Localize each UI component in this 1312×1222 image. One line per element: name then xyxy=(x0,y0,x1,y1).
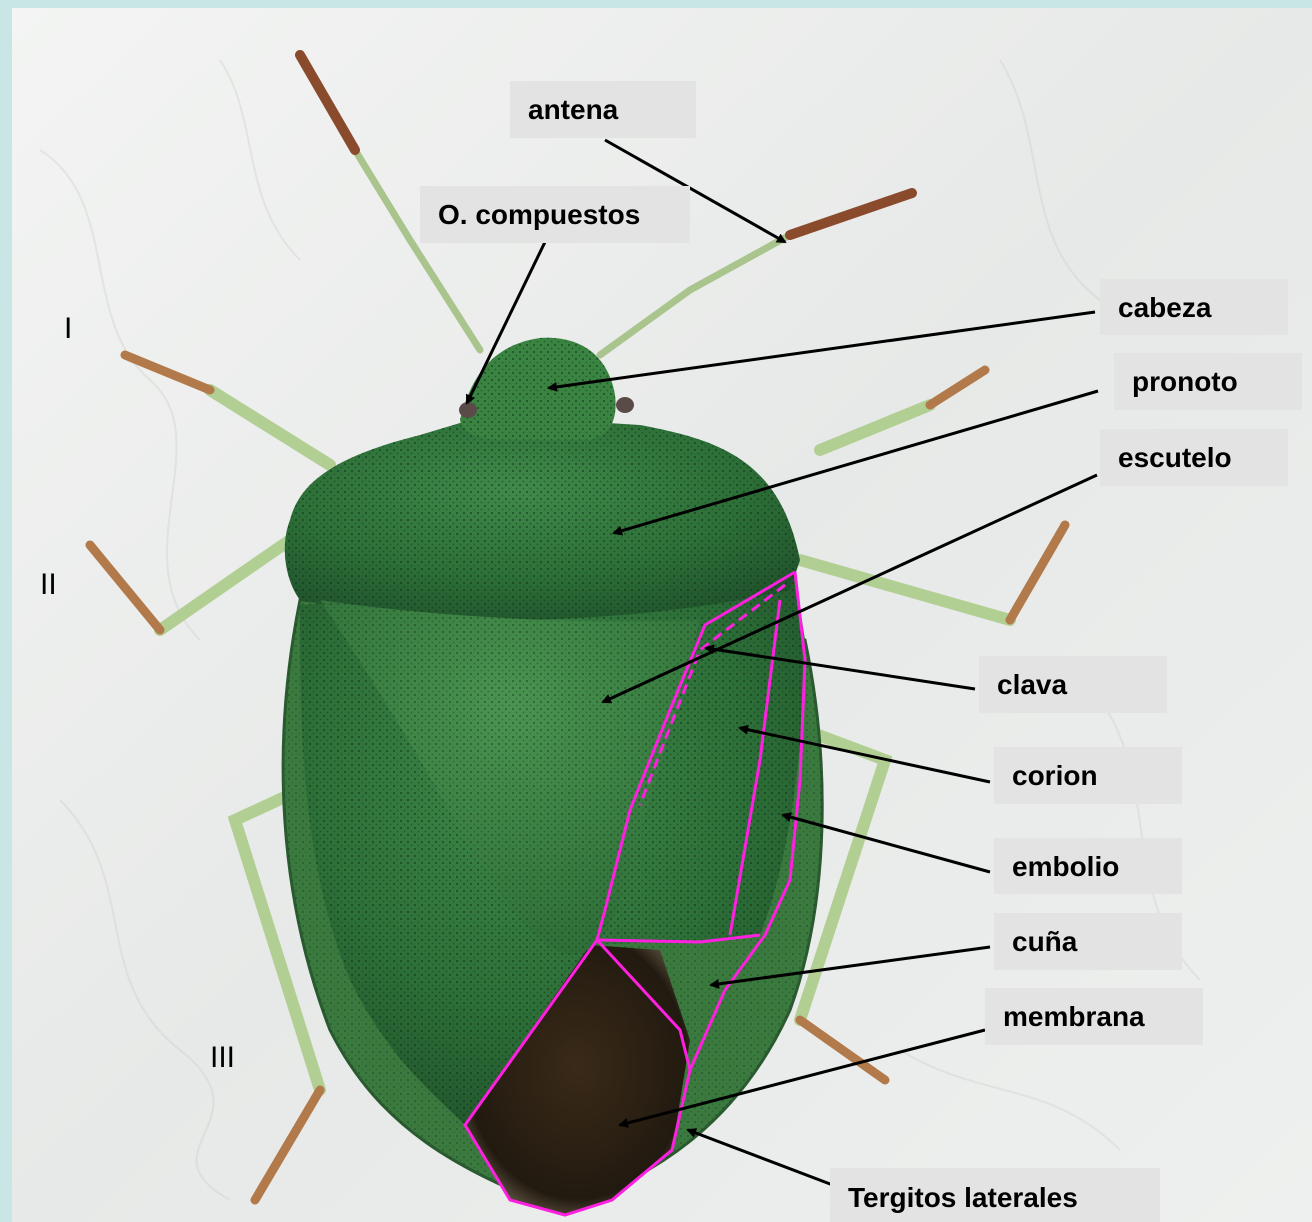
compound-eye-left xyxy=(459,402,477,418)
leg-label-2: II xyxy=(40,568,57,602)
label-pronoto: pronoto xyxy=(1114,353,1302,410)
label-membrana: membrana xyxy=(985,988,1203,1045)
label-escutelo: escutelo xyxy=(1100,429,1288,486)
leg-label-1: I xyxy=(64,312,72,346)
label-cuna: cuña xyxy=(994,913,1182,970)
label-cabeza: cabeza xyxy=(1100,279,1288,335)
compound-eye-right xyxy=(616,397,634,413)
label-corion: corion xyxy=(994,747,1182,804)
label-ojos-compuestos: O. compuestos xyxy=(420,186,690,243)
label-antena: antena xyxy=(510,81,696,138)
label-clava: clava xyxy=(979,656,1167,713)
leg-label-3: III xyxy=(210,1041,235,1075)
label-embolio: embolio xyxy=(994,838,1182,894)
label-tergitos-laterales: Tergitos laterales xyxy=(830,1168,1160,1222)
